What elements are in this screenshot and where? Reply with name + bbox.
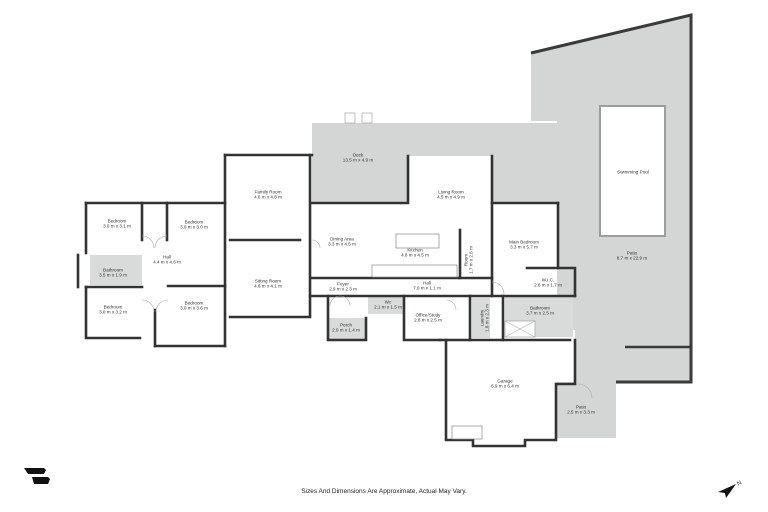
swimming-pool xyxy=(599,105,666,237)
room-dining-area: Dining Area 3.3 m x 4.5 m xyxy=(328,236,356,247)
room-small-room: Room 1.7 m x 2.5 m xyxy=(463,246,474,274)
brand-logo-icon xyxy=(24,468,50,484)
room-porch: Porch 2.0 m x 1.4 m xyxy=(332,322,360,333)
room-family-room: Family Room 4.6 m x 4.8 m xyxy=(254,189,282,200)
room-wc: Wc 2.1 m x 1.5 m xyxy=(374,299,402,310)
room-sitting-room: Sitting Room 4.6 m x 4.1 m xyxy=(254,278,282,289)
room-office-study: Office/Study 2.8 m x 2.5 m xyxy=(414,312,442,323)
room-foyer: Foyer 2.9 m x 2.3 m xyxy=(329,281,357,292)
room-bathroom-main: Bathroom 3.7 m x 2.5 m xyxy=(526,305,554,316)
room-wic: W.I.C. 2.6 m x 1.7 m xyxy=(534,277,562,288)
north-arrow-icon: N xyxy=(718,480,743,498)
room-living-room: Living Room 4.5 m x 4.9 m xyxy=(437,189,465,200)
room-bathroom-west: Bathroom 3.5 m x 1.9 m xyxy=(99,267,127,278)
disclaimer-text: Sizes And Dimensions Are Approximate, Ac… xyxy=(301,488,467,495)
room-kitchen: Kitchen 4.8 m x 4.5 m xyxy=(401,247,429,258)
room-bedroom-1: Bedroom 3.0 m x 3.1 m xyxy=(103,218,131,229)
room-garage: Garage 6.9 m x 6.4 m xyxy=(491,378,519,389)
room-main-bedroom: Main Bedroom 3.3 m x 5.7 m xyxy=(509,239,539,250)
room-swimming-pool: Swimming Pool xyxy=(617,169,649,175)
room-bedroom-2: Bedroom 3.0 m x 3.0 m xyxy=(180,219,208,230)
svg-text:N: N xyxy=(736,480,743,487)
room-bedroom-4: Bedroom 3.0 m x 3.6 m xyxy=(180,300,208,311)
patio-small xyxy=(557,384,603,438)
room-bedroom-3: Bedroom 3.0 m x 3.2 m xyxy=(99,304,127,315)
room-laundry: Laundry 1.8 m x 2.3 m xyxy=(479,304,490,332)
room-deck: Deck 13.5 m x 4.9 m xyxy=(342,152,374,163)
room-patio-large: Patio 8.7 m x 22.9 m xyxy=(616,250,648,261)
room-hall-west: Hall 4.4 m x 4.6 m xyxy=(153,254,181,265)
room-hall-central: Hall 7.0 m x 1.1 m xyxy=(413,280,441,291)
room-patio-small: Patio 2.5 m x 3.3 m xyxy=(567,404,595,415)
